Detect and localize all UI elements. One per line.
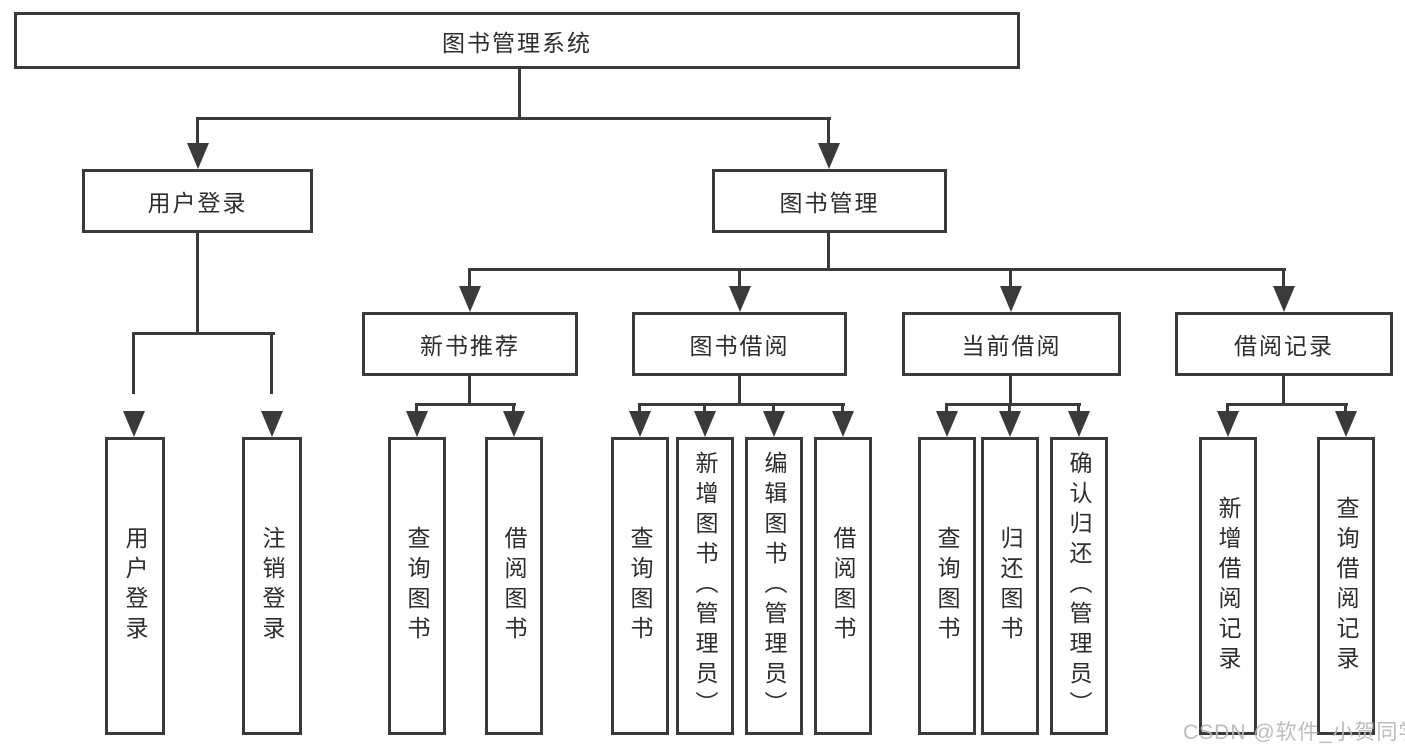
connector-shaft <box>468 268 471 290</box>
connector-branch <box>1226 403 1348 406</box>
node-current-borrow: 当前借阅 <box>902 312 1121 376</box>
connector-branch <box>468 268 1286 271</box>
arrow-down-icon <box>261 411 283 437</box>
connector-shaft <box>196 117 199 147</box>
leaf-add-borrow-record: 新增借阅记录 <box>1199 437 1257 735</box>
connector-shaft <box>1008 403 1011 417</box>
node-user-login: 用户登录 <box>82 169 313 233</box>
arrow-down-icon <box>999 411 1021 437</box>
arrow-down-icon <box>832 411 854 437</box>
leaf-confirm-return-admin: 确认归还（管理员） <box>1050 437 1108 735</box>
connector-shaft <box>945 403 948 417</box>
connector-shaft <box>132 332 135 394</box>
leaf-add-books-admin: 新增图书（管理员） <box>676 437 734 735</box>
node-root: 图书管理系统 <box>14 12 1020 69</box>
connector-branch <box>638 403 845 406</box>
node-book-management-label: 图书管理 <box>779 190 880 216</box>
connector-shaft <box>738 268 741 290</box>
arrow-down-icon <box>763 411 785 437</box>
arrow-down-icon <box>936 411 958 437</box>
arrow-down-icon <box>123 411 145 437</box>
connector-shaft <box>1009 268 1012 290</box>
connector-shaft <box>827 117 830 147</box>
connector-shaft <box>1226 403 1229 417</box>
node-borrow-records: 借阅记录 <box>1175 312 1393 376</box>
arrow-down-icon <box>1273 286 1295 312</box>
node-book-borrow-label: 图书借阅 <box>689 333 790 359</box>
connector-branch <box>415 403 516 406</box>
node-borrow-records-label: 借阅记录 <box>1234 333 1334 359</box>
node-book-borrow: 图书借阅 <box>632 312 847 376</box>
leaf-borrow-books-recommend: 借阅图书 <box>485 437 543 735</box>
arrow-down-icon <box>1000 286 1022 312</box>
connector-branch <box>132 332 275 335</box>
node-current-borrow-label: 当前借阅 <box>961 333 1062 359</box>
leaf-query-books-recommend: 查询图书 <box>388 437 446 735</box>
connector-shaft <box>1077 403 1080 417</box>
arrow-down-icon <box>1335 411 1357 437</box>
node-book-management: 图书管理 <box>712 169 947 233</box>
arrow-down-icon <box>1068 411 1090 437</box>
connector-shaft <box>638 403 641 417</box>
leaf-edit-books-admin: 编辑图书（管理员） <box>745 437 803 735</box>
connector-stem <box>738 376 741 406</box>
connector-shaft <box>772 403 775 417</box>
leaf-logout: 注销登录 <box>242 437 302 735</box>
connector-root-stem <box>518 69 521 119</box>
arrow-down-icon <box>694 411 716 437</box>
leaf-query-borrow-record: 查询借阅记录 <box>1317 437 1375 735</box>
connector-shaft <box>415 403 418 417</box>
leaf-borrow-books: 借阅图书 <box>814 437 872 735</box>
connector-stem <box>196 233 199 334</box>
arrow-down-icon <box>1217 411 1239 437</box>
arrow-down-icon <box>406 411 428 437</box>
connector-shaft <box>270 332 273 394</box>
connector-stem <box>1282 376 1285 406</box>
leaf-return-books: 归还图书 <box>981 437 1039 735</box>
connector-shaft <box>512 403 515 417</box>
csdn-watermark: CSDN @软件_小贺同学 <box>1183 721 1405 744</box>
arrow-down-icon <box>629 411 651 437</box>
node-new-book-recommend-label: 新书推荐 <box>420 333 520 359</box>
leaf-user-login: 用户登录 <box>105 437 165 735</box>
node-root-label: 图书管理系统 <box>442 29 592 56</box>
arrow-down-icon <box>729 286 751 312</box>
connector-stem <box>468 376 471 406</box>
arrow-down-icon <box>187 143 209 169</box>
connector-shaft <box>703 403 706 417</box>
connector-shaft <box>1282 268 1285 290</box>
connector-shaft <box>841 403 844 417</box>
connector-stem <box>1009 376 1012 406</box>
connector-stem <box>827 233 830 271</box>
arrow-down-icon <box>459 286 481 312</box>
arrow-down-icon <box>818 143 840 169</box>
connector-root-branch <box>196 117 831 120</box>
connector-shaft <box>1344 403 1347 417</box>
node-new-book-recommend: 新书推荐 <box>362 312 578 376</box>
arrow-down-icon <box>503 411 525 437</box>
connector-branch <box>945 403 1081 406</box>
leaf-query-books-current: 查询图书 <box>918 437 976 735</box>
leaf-query-books-borrow: 查询图书 <box>611 437 669 735</box>
node-user-login-label: 用户登录 <box>147 190 248 216</box>
